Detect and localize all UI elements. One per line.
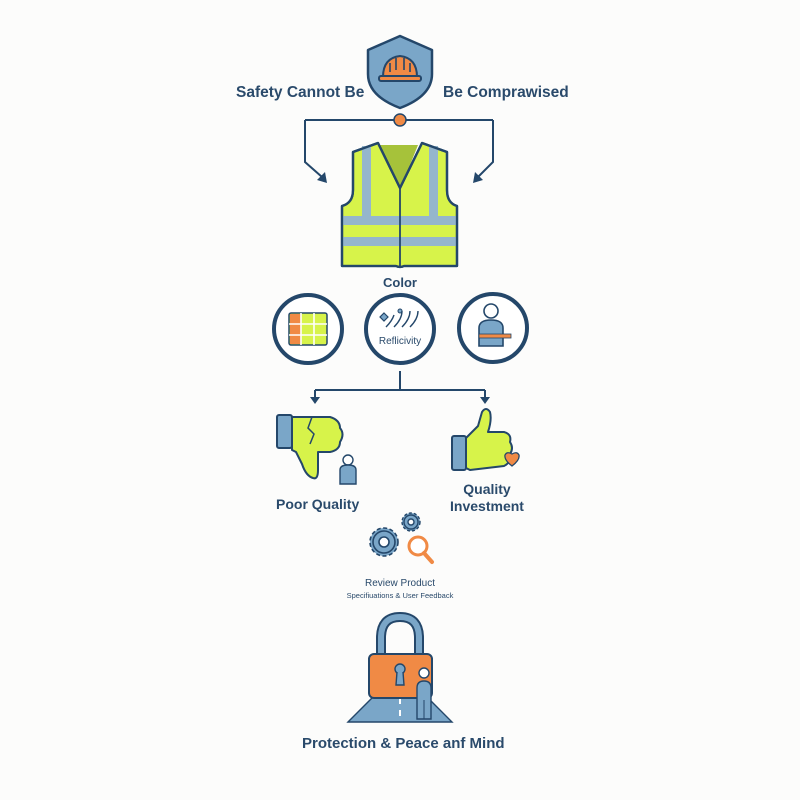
attribute-color-swatch — [270, 291, 346, 367]
review-subtitle: Specifiuations & User Feedback — [346, 591, 454, 600]
reflective-sparkle-icon — [364, 293, 436, 365]
attribute-fit-measurement — [455, 290, 531, 366]
attribute-reflectivity: Reflicivity — [362, 291, 438, 367]
positive-outcome-label: Quality Investment — [446, 481, 528, 515]
reflectivity-label: Reflicivity — [378, 336, 422, 347]
review-title: Review Product — [364, 578, 436, 589]
negative-outcome-label: Poor Quality — [276, 496, 360, 512]
header-left-text: Safety Cannot Be — [236, 84, 365, 101]
vest-label: Color — [383, 275, 417, 290]
color-grid-icon — [272, 293, 344, 365]
footer-label: Protection & Peace anf Mind — [302, 735, 505, 752]
positive-outcome-line2: Investment — [450, 498, 524, 514]
header-right-text: Be Comprawised — [443, 84, 569, 101]
positive-outcome-line1: Quality — [463, 481, 511, 497]
person-measure-icon — [457, 292, 529, 364]
